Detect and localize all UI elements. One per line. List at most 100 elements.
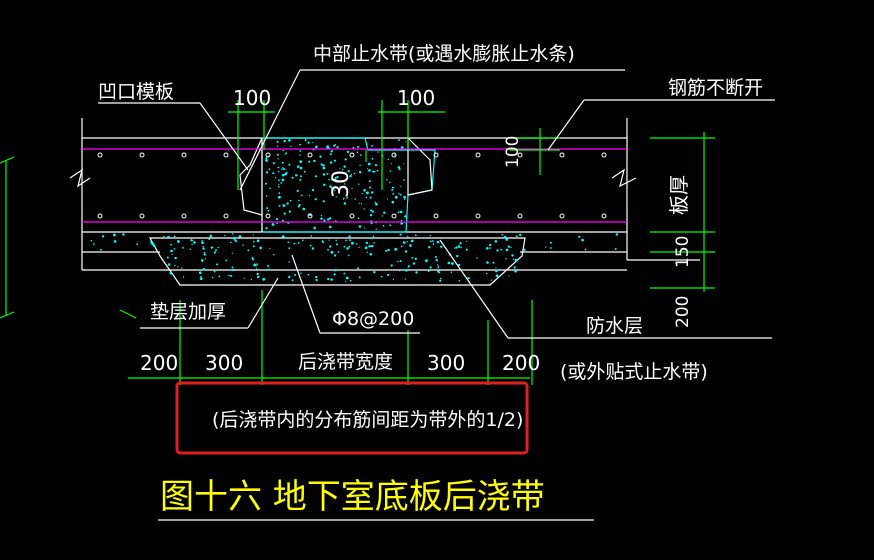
hatch-dot: [287, 241, 290, 243]
hatch-dot: [392, 193, 394, 195]
hatch-dot: [369, 253, 373, 256]
hatch-dot: [347, 170, 350, 173]
hatch-dot: [336, 176, 339, 179]
hatch-dot: [385, 249, 387, 252]
hatch-dot: [113, 240, 117, 243]
hatch-dot: [281, 167, 284, 169]
hatch-dot: [314, 198, 317, 201]
hatch-dot: [373, 170, 376, 173]
rebar-continuous-label: 钢筋不断开: [668, 77, 763, 99]
hatch-dot: [549, 247, 552, 249]
hatch-dot: [496, 249, 499, 252]
hatch-dot: [428, 246, 431, 249]
hatch-dot: [122, 233, 125, 236]
hatch-dot: [371, 245, 374, 248]
slab-thickness-label: 板厚: [667, 175, 691, 215]
hatch-dot: [578, 235, 581, 238]
hatch-dot: [303, 170, 306, 173]
hatch-dot: [250, 278, 253, 281]
hatch-dot: [346, 247, 349, 250]
hatch-dot: [323, 219, 326, 222]
rebar-dot: [181, 213, 187, 219]
hatch-dot: [177, 240, 180, 243]
hatch-dot: [457, 263, 461, 267]
hatch-dot: [389, 224, 392, 227]
hatch-dot: [257, 275, 260, 279]
dimension-lines: [119, 100, 715, 385]
hatch-dot: [289, 199, 292, 202]
hatch-dot: [310, 235, 313, 237]
hatch-dot: [314, 175, 317, 178]
hatch-dot: [400, 245, 403, 248]
hatch-dot: [343, 272, 346, 275]
hatch-dot: [309, 244, 312, 247]
hatch-dot: [358, 225, 362, 228]
rebar-dot: [265, 213, 271, 219]
hatch-dot: [284, 154, 286, 156]
hatch-dot: [276, 145, 279, 147]
rebar-dot: [601, 152, 607, 158]
hatch-dot: [230, 241, 232, 244]
hatch-dot: [371, 210, 375, 213]
hatch-dot: [332, 145, 335, 147]
hatch-dot: [365, 196, 368, 199]
hatch-dot: [295, 174, 298, 177]
rebar-dot: [307, 152, 313, 158]
hatch-dot: [335, 196, 337, 198]
hatch-dot: [208, 238, 211, 241]
hatch-dot: [357, 183, 360, 185]
hatch-dot: [581, 238, 584, 242]
rebar-dot: [391, 152, 397, 158]
hatch-dot: [389, 170, 392, 172]
hatch-dot: [432, 240, 434, 242]
hatch-dot: [202, 247, 205, 250]
hatch-dot: [167, 235, 170, 239]
hatch-dot: [327, 249, 329, 251]
hatch-dot: [438, 271, 441, 274]
dim-150: 150: [673, 236, 693, 268]
hatch-dot: [136, 243, 139, 246]
hatch-dot: [414, 257, 417, 260]
hatch-dot: [439, 279, 442, 282]
hatch-dot: [403, 163, 405, 165]
hatch-dot: [230, 274, 233, 277]
hatch-dot: [253, 263, 256, 267]
hatch-dot: [435, 258, 438, 261]
hatch-dot: [334, 176, 337, 179]
rebar-dot: [517, 213, 523, 219]
hatch-dot: [299, 160, 303, 164]
hatch-dot: [503, 235, 507, 239]
hatch-dot: [342, 197, 345, 200]
hatch-dot: [167, 263, 171, 266]
hatch-dot: [344, 158, 347, 161]
hatch-dot: [299, 143, 301, 146]
dim-100-vertical: 100: [503, 136, 523, 168]
hatch-dot: [93, 243, 95, 245]
hatch-dot: [218, 275, 221, 278]
rebar-dot: [391, 213, 397, 219]
hatch-dot: [330, 178, 333, 181]
dim-200-right: 200: [502, 351, 540, 375]
hatch-dot: [397, 166, 401, 169]
hatch-dot: [313, 159, 316, 163]
hatch-dot: [182, 247, 184, 249]
hatch-dot: [256, 263, 258, 266]
hatch-dot: [350, 173, 353, 176]
hatch-dot: [334, 269, 337, 272]
hatch-dot: [404, 278, 406, 280]
hatch-dot: [494, 240, 498, 243]
hatch-dot: [345, 280, 347, 283]
hatch-dot: [456, 254, 459, 258]
hatch-dot: [358, 171, 362, 174]
hatch-dot: [297, 166, 299, 169]
hatch-dot: [386, 179, 388, 181]
hatch-dot: [300, 175, 303, 178]
hatch-dot: [375, 228, 377, 230]
hatch-dot: [406, 236, 409, 239]
hatch-dot: [370, 209, 373, 212]
dim-30: 30: [329, 170, 354, 198]
cushion-layer: [82, 237, 627, 286]
hatch-dot: [380, 275, 383, 278]
hatch-dot: [436, 264, 439, 266]
hatch-dot: [505, 238, 509, 241]
